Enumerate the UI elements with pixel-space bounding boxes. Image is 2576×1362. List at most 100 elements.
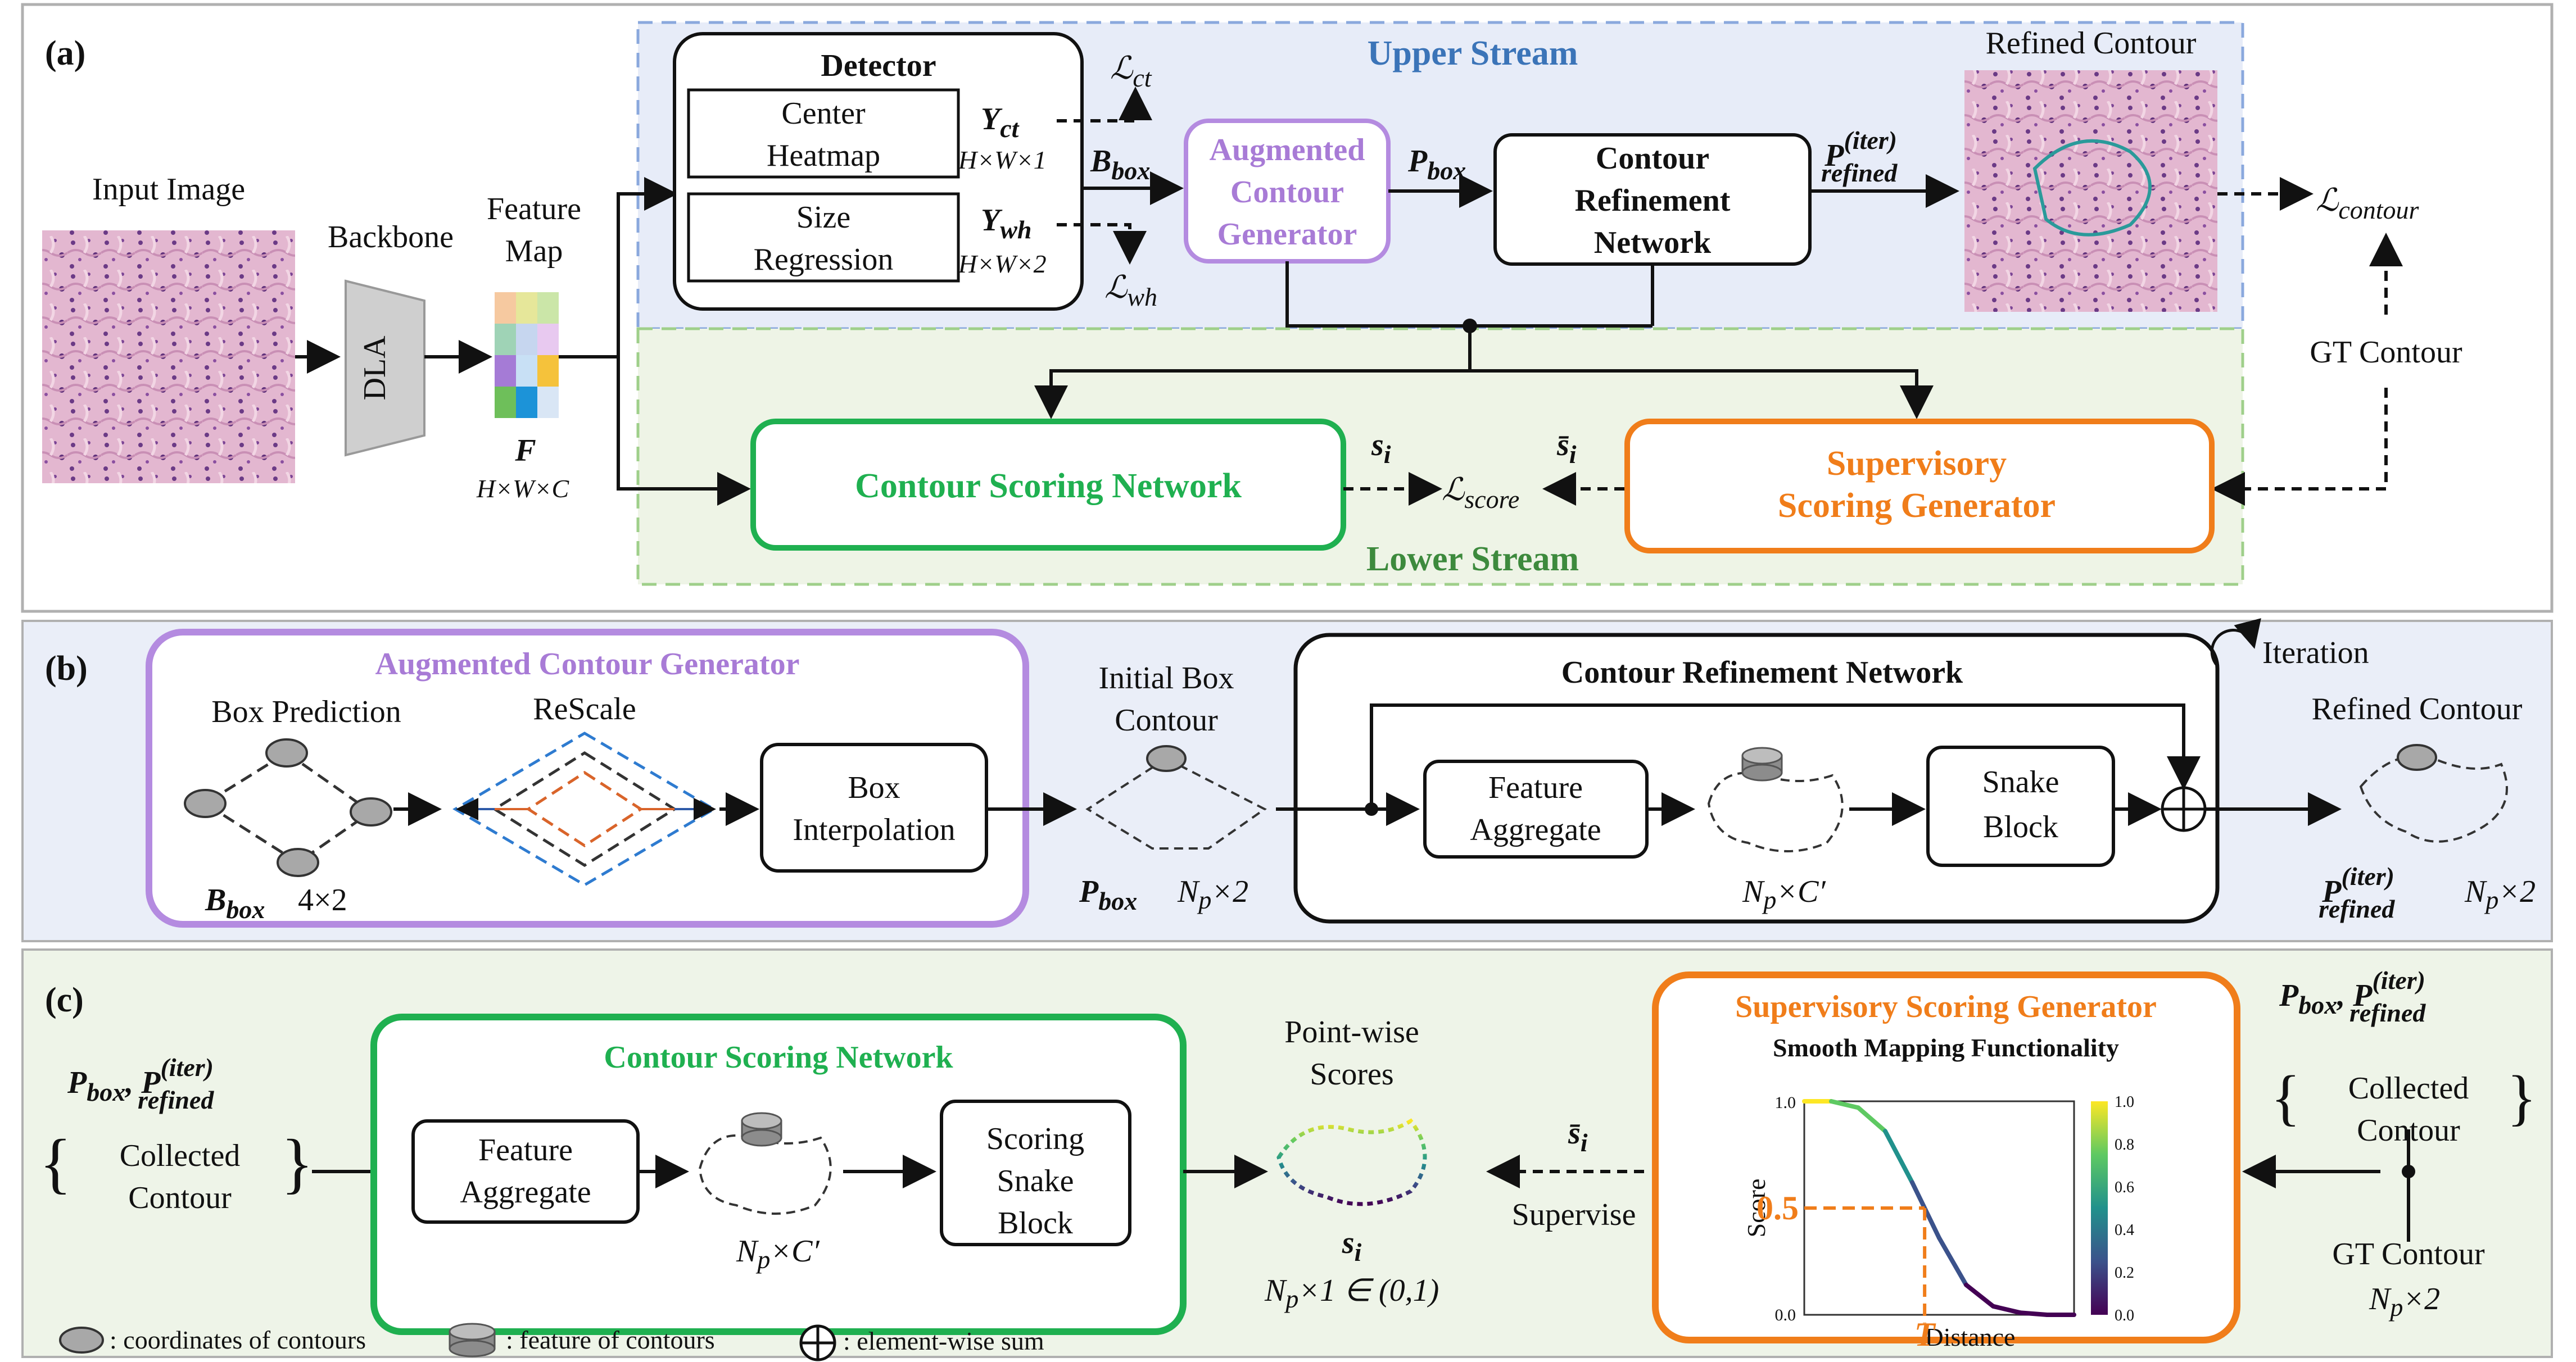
ssg-l2-a: Scoring Generator (1778, 487, 2056, 525)
b-box-dims-b: 4×2 (298, 883, 347, 918)
score-curve-segment (1991, 1304, 2022, 1315)
left-p-labels: Pbox, P(iter)refined (67, 1053, 214, 1114)
element-wise-sum (2161, 786, 2207, 832)
npc-b: Np×C′ (1742, 874, 1826, 914)
chart-xlabel: Distance (1925, 1323, 2016, 1351)
feature-cylinder (1741, 747, 1783, 782)
feature-agg-c-l2: Aggregate (460, 1175, 591, 1210)
center-heatmap-l1: Center (781, 96, 866, 131)
snake-l1-b: Snake (1982, 765, 2059, 800)
rescale-outer (452, 732, 717, 887)
p-refined-label: P(iter)refined (1821, 126, 1898, 187)
supervise-label: Supervise (1512, 1197, 1636, 1232)
collected-l2-left: Contour (128, 1181, 232, 1215)
rescale-label: ReScale (533, 692, 636, 727)
colorbar-ticks: 0.00.20.40.60.81.0 (2115, 1093, 2134, 1324)
panel-c: (c) Pbox, P(iter)refined { Collected Con… (21, 948, 2553, 1361)
feature-map-grid (495, 292, 559, 418)
loss-score: ℒscore (1442, 473, 1519, 514)
supervisory-scoring-generator-a (1624, 419, 2215, 553)
y-ct-label: Yct (981, 102, 1020, 143)
box-prediction-label: Box Prediction (211, 694, 401, 729)
refined-contour-label: Refined Contour (1986, 26, 2197, 61)
colorbar (2091, 1101, 2108, 1315)
score-curve-segment (1964, 1282, 1995, 1309)
feature-map-label-2: Map (505, 234, 563, 269)
size-regression-l2: Regression (754, 242, 894, 277)
loss-ct: ℒct (1110, 51, 1152, 92)
y-tick: 1.0 (1775, 1093, 1796, 1112)
y-wh-dims: H×W×2 (958, 249, 1047, 278)
np2-b: Np×2 (1177, 874, 1248, 914)
refined-contour-overlay (2032, 139, 2152, 237)
b-box-b: Bbox (205, 883, 265, 924)
input-image (42, 230, 295, 483)
score-curve-segment (2018, 1310, 2049, 1317)
coord-node (1146, 745, 1187, 772)
scoring-snake-block (940, 1100, 1131, 1246)
pointwise-l1: Point-wise (1284, 1015, 1419, 1050)
loss-wh: ℒwh (1104, 270, 1157, 311)
pointwise-contour (1276, 1118, 1427, 1206)
right-brace-open: { (2271, 1063, 2301, 1132)
colorbar-tick: 0.6 (2115, 1179, 2134, 1196)
scoring-l2: Snake (997, 1164, 1074, 1198)
ssg-title-c: Supervisory Scoring Generator (1735, 989, 2157, 1024)
coord-node (350, 797, 392, 827)
score-curve-segment (1829, 1099, 1860, 1110)
csn-title-c: Contour Scoring Network (604, 1040, 953, 1075)
aug-l2: Contour (1230, 175, 1344, 210)
rescale-inner (526, 771, 644, 847)
t-label: T (1914, 1316, 1936, 1353)
coord-node (265, 738, 308, 768)
coord-node (184, 789, 227, 818)
b-box-label: Bbox (1090, 144, 1150, 185)
npc-c: Np×C′ (736, 1234, 820, 1274)
gt-np-c: Np×2 (2369, 1282, 2440, 1322)
gt-contour-label-a: GT Contour (2310, 335, 2462, 370)
feature-symbol: F (514, 433, 536, 468)
contour-scoring-network-a (750, 419, 1346, 551)
feature-dims: H×W×C (476, 474, 570, 503)
legend-feature: : feature of contours (506, 1325, 715, 1354)
right-brace-close: } (2507, 1063, 2537, 1132)
score-curve-segment (1937, 1236, 1968, 1287)
box-interp-l1: Box (848, 770, 900, 805)
pointwise-l2: Scores (1310, 1057, 1393, 1092)
snake-block-b (1926, 746, 2115, 867)
contour-scoring-network-c (370, 1014, 1187, 1335)
snake-l2-b: Block (1983, 810, 2058, 845)
backbone-title: Backbone (328, 220, 454, 255)
aug-l3: Generator (1217, 217, 1357, 252)
colorbar-tick: 0.0 (2115, 1307, 2134, 1324)
detector-title: Detector (821, 48, 936, 83)
csn-label-a: Contour Scoring Network (855, 467, 1242, 505)
crn-l3: Network (1594, 225, 1712, 260)
colorbar-tick: 0.4 (2115, 1222, 2134, 1239)
initial-box-l2: Contour (1115, 703, 1218, 738)
colorbar-tick: 0.8 (2115, 1136, 2134, 1154)
score-curve-segment (1883, 1129, 1914, 1185)
s-i-c: si (1342, 1225, 1362, 1266)
scoring-l1: Scoring (986, 1122, 1084, 1156)
collected-l1-right: Collected (2348, 1071, 2469, 1106)
p-refined-b: P(iter)refined (2319, 862, 2395, 923)
y-ct-dims: H×W×1 (958, 146, 1047, 174)
coord-node (277, 848, 319, 877)
upper-stream-label: Upper Stream (1368, 34, 1578, 72)
feature-agg-b-l1: Feature (1488, 770, 1583, 805)
legend: : coordinates of contours : feature of c… (59, 1323, 1044, 1361)
s-i-label-a: si (1371, 428, 1391, 469)
right-p-labels: Pbox, P(iter)refined (2279, 966, 2426, 1027)
left-brace: { (39, 1125, 72, 1200)
ssg-l1-a: Supervisory (1827, 444, 2007, 483)
feature-agg-b-l2: Aggregate (1470, 812, 1601, 847)
size-regression-box (687, 192, 960, 283)
legend-sum: : element-wise sum (843, 1327, 1044, 1355)
lower-stream-label: Lower Stream (1366, 540, 1579, 578)
collected-l1-left: Collected (120, 1138, 241, 1173)
input-image-label: Input Image (92, 172, 245, 207)
feature-agg-c-l1: Feature (478, 1133, 573, 1168)
p-box-label: Pbox (1407, 144, 1466, 185)
